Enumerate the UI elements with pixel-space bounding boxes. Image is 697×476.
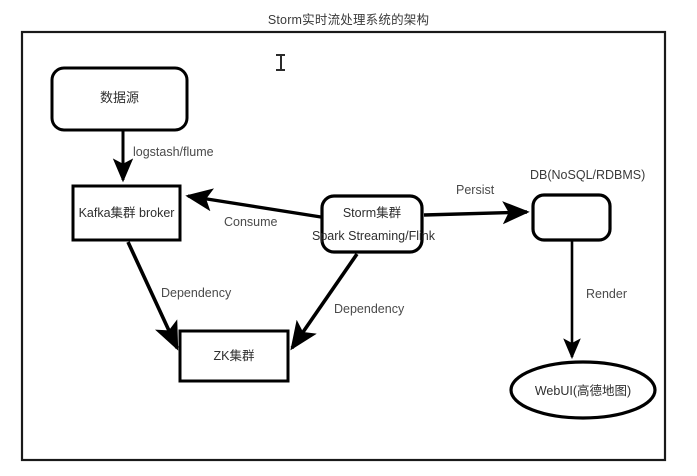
edge-label-persist: Persist — [456, 183, 495, 197]
node-database-caption: DB(NoSQL/RDBMS) — [530, 168, 646, 182]
node-webui[interactable] — [509, 360, 657, 420]
edge-label-dependency-storm: Dependency — [334, 302, 405, 316]
text-cursor-icon — [276, 54, 285, 71]
edge-storm-to-zk — [290, 252, 359, 351]
edge-kafka-to-zk — [126, 241, 179, 351]
node-kafka-cluster-label: Kafka集群 broker — [78, 206, 175, 220]
node-database[interactable] — [531, 193, 612, 242]
edge-storm-to-database — [423, 201, 530, 225]
edge-label-logstash-flume: logstash/flume — [133, 145, 214, 159]
edge-label-render: Render — [586, 287, 627, 301]
diagram-frame — [20, 30, 667, 462]
node-zk-cluster[interactable] — [178, 329, 290, 383]
page-title: Storm实时流处理系统的架构 — [267, 13, 430, 27]
node-webui-label: WebUI(高德地图) — [534, 384, 632, 398]
node-kafka-cluster[interactable] — [71, 184, 182, 242]
node-storm-cluster-label-line2: Spark Streaming/Flink — [312, 229, 435, 243]
edge-storm-to-kafka — [185, 188, 322, 219]
node-zk-cluster-label: ZK集群 — [213, 349, 255, 363]
edge-label-dependency-kafka: Dependency — [161, 286, 232, 300]
node-storm-cluster[interactable] — [320, 194, 424, 254]
node-data-source[interactable] — [50, 66, 189, 132]
edge-label-consume: Consume — [224, 215, 278, 229]
node-storm-cluster-label-line1: Storm集群 — [342, 206, 402, 220]
node-data-source-label: 数据源 — [99, 90, 139, 105]
